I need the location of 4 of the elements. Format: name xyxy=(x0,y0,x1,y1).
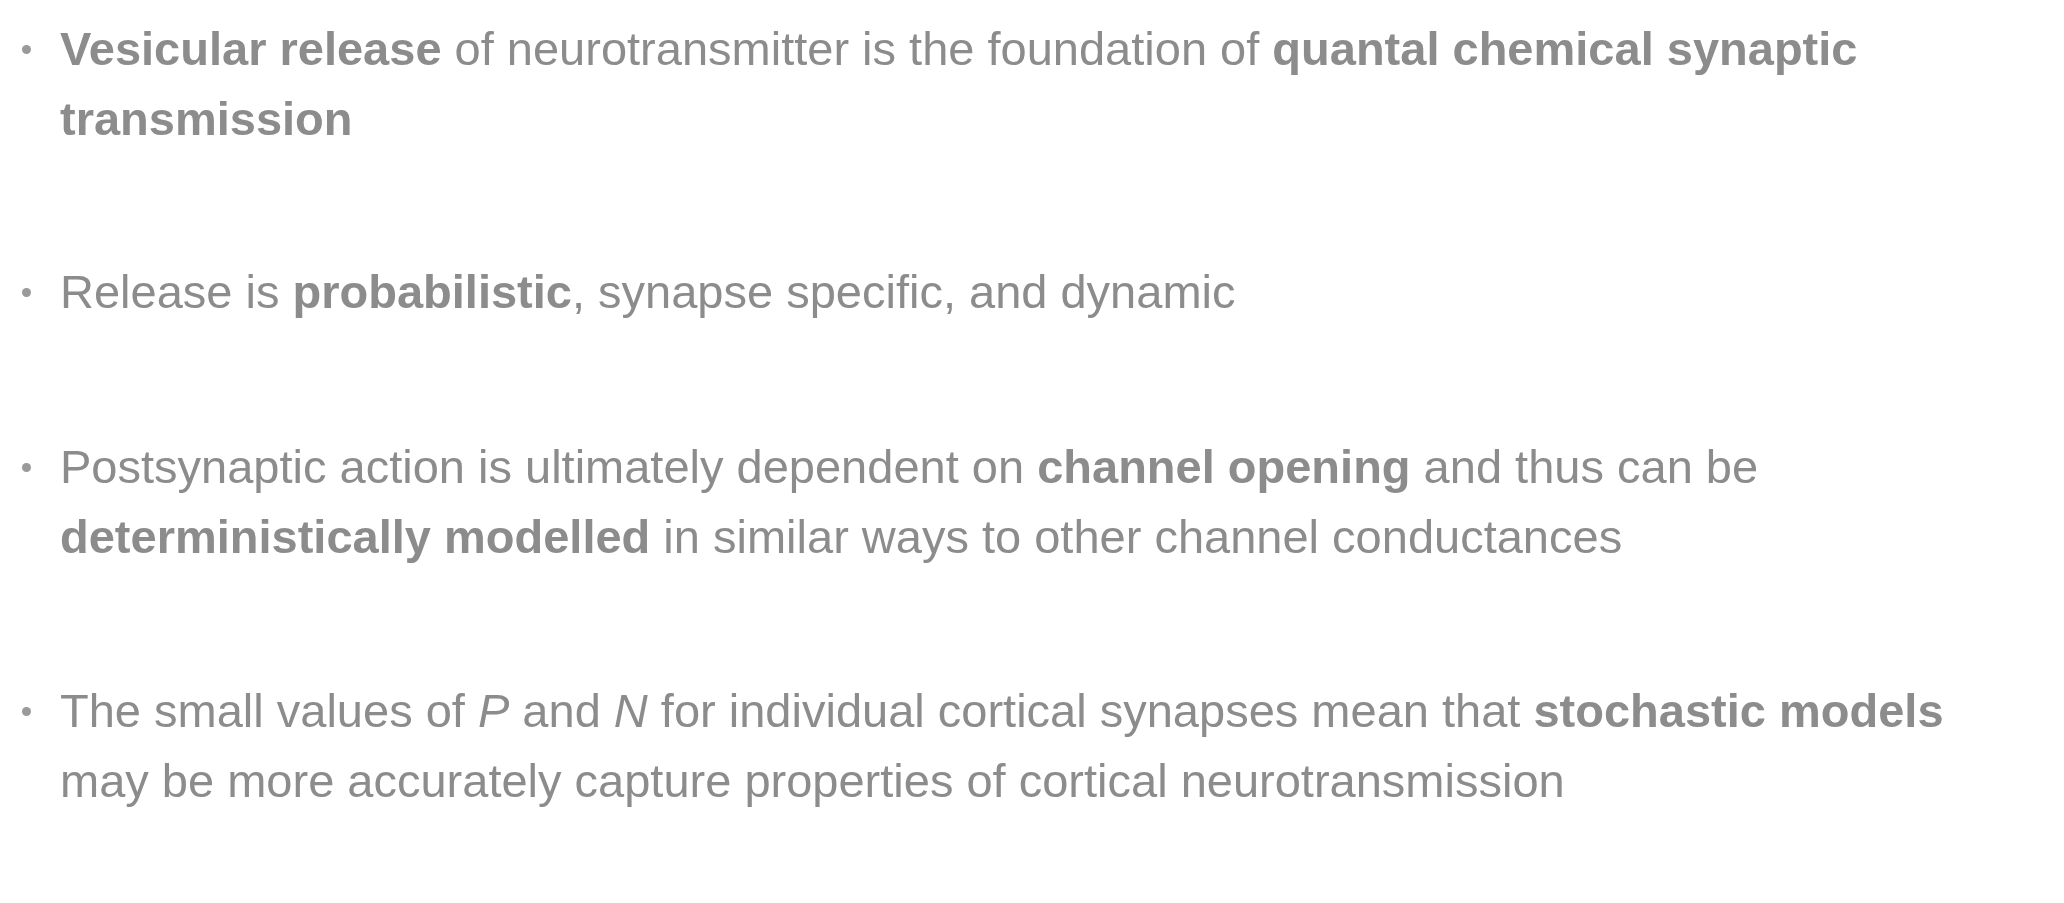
bullet-text: The small values of P and N for individual cortical synapses mean that stochastic models may be more accurately capture properties of cortical neurotransmission xyxy=(60,683,1945,809)
bullet-text: Release is probabilistic, synapse specific, and dynamic xyxy=(60,264,1237,320)
bullet-text: Postsynaptic action is ultimately dependent on channel opening and thus can be deterministically modelled in similar ways to other channel conductances xyxy=(60,439,1760,565)
bullet-text: Vesicular release of neurotransmitter is the foundation of quantal chemical synaptic transmission xyxy=(60,21,1859,147)
